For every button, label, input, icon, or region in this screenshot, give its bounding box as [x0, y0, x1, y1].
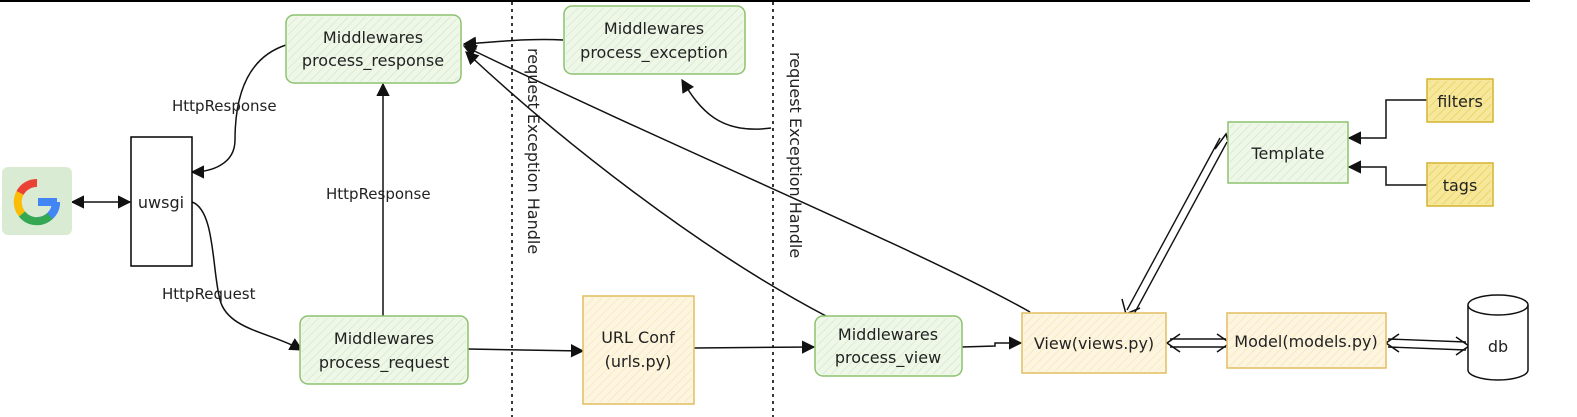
middleware-response-subtitle: process_response: [302, 51, 444, 71]
tags-label: tags: [1443, 176, 1478, 195]
model-node: Model(models.py): [1226, 312, 1387, 369]
edge-label-uwsgi-request: HttpRequest: [162, 285, 256, 303]
db-label: db: [1488, 337, 1508, 356]
divider-left-label: request Exception Handle: [524, 48, 543, 254]
middleware-response-node: Middlewares process_response: [285, 14, 462, 84]
url-conf-node: URL Conf (urls.py): [582, 295, 695, 405]
db-node: db: [1467, 294, 1529, 381]
template-node: Template: [1227, 121, 1349, 184]
edge-view-mw-view: [961, 336, 1023, 350]
edge-view-template: [1121, 132, 1232, 316]
edge-request-urlconf: [467, 344, 585, 358]
url-conf-title: URL Conf: [601, 328, 675, 347]
edge-model-db: [1384, 333, 1471, 356]
middleware-exception-node: Middlewares process_exception: [563, 5, 746, 75]
edge-urlconf-view-mw: [693, 340, 816, 354]
url-conf-subtitle: (urls.py): [605, 352, 672, 371]
middleware-request-subtitle: process_request: [319, 353, 449, 373]
edge-handle-exception: [681, 78, 772, 130]
middleware-exception-title: Middlewares: [604, 19, 704, 38]
template-label: Template: [1250, 144, 1324, 163]
edge-label-request-response: HttpResponse: [326, 185, 431, 203]
edge-view-response: [462, 45, 1031, 313]
edge-tags-template: [1347, 160, 1427, 186]
edge-exception-response: [462, 36, 564, 50]
middleware-request-node: Middlewares process_request: [299, 315, 469, 385]
edge-label-response-uwsgi: HttpResponse: [172, 97, 277, 115]
divider-right-label: request Exception Handle: [786, 52, 805, 258]
uwsgi-node: uwsgi: [130, 136, 193, 267]
edge-viewmw-response: [465, 51, 827, 317]
top-border: [0, 0, 1530, 2]
middleware-request-title: Middlewares: [334, 329, 434, 348]
edge-view-model: [1165, 333, 1232, 353]
model-label: Model(models.py): [1234, 332, 1377, 351]
edge-uwsgi-request: [191, 201, 304, 351]
google-node: [2, 167, 72, 235]
filters-label: filters: [1437, 92, 1483, 111]
uwsgi-label: uwsgi: [138, 193, 184, 212]
edge-filters-template: [1347, 99, 1427, 145]
view-label: View(views.py): [1034, 334, 1154, 353]
view-node: View(views.py): [1021, 312, 1167, 374]
middleware-response-title: Middlewares: [323, 28, 423, 47]
middleware-view-title: Middlewares: [838, 325, 938, 344]
tags-node: tags: [1426, 162, 1494, 207]
middleware-view-subtitle: process_view: [835, 348, 941, 368]
middleware-view-node: Middlewares process_view: [814, 315, 963, 377]
edge-response-uwsgi: [190, 44, 287, 179]
filters-node: filters: [1426, 78, 1494, 123]
google-logo-icon: [13, 179, 61, 226]
middleware-exception-subtitle: process_exception: [580, 43, 728, 63]
